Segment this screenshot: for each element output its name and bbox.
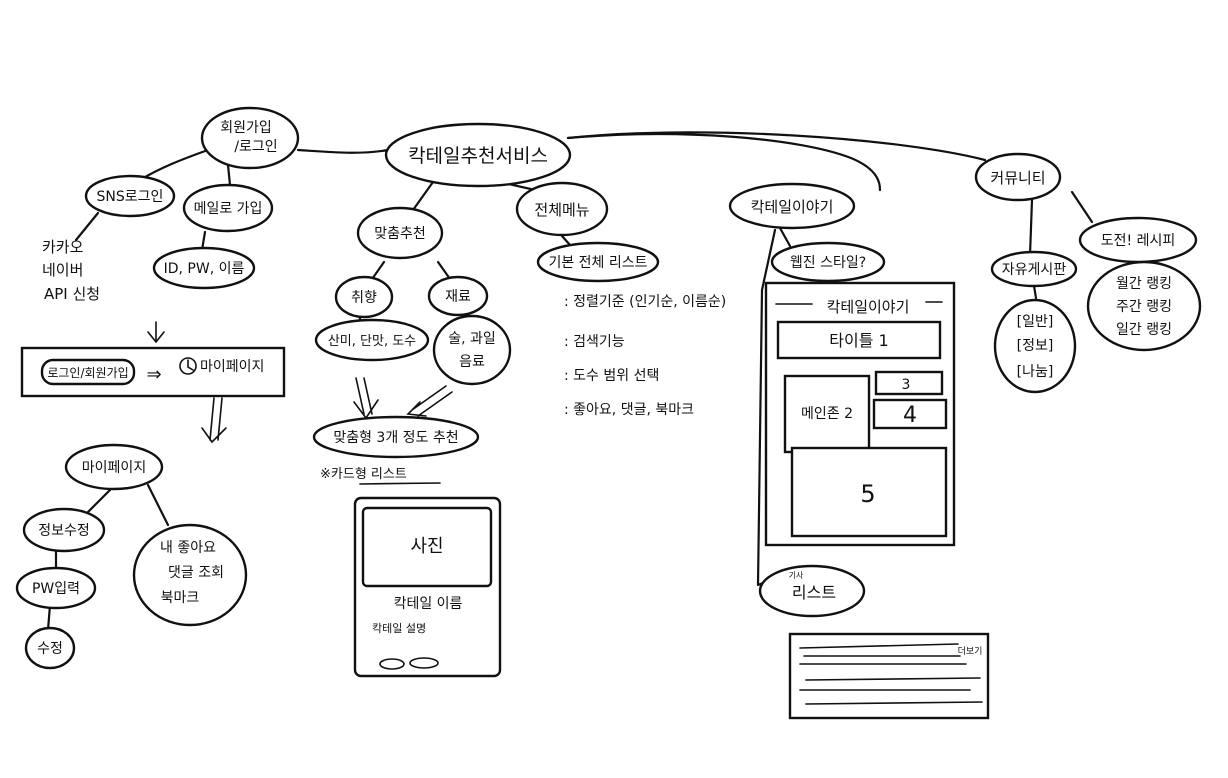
taste-items-label: 산미, 단맛, 도수 bbox=[328, 334, 416, 349]
story-label: 칵테일이야기 bbox=[751, 198, 834, 216]
taste-label: 취향 bbox=[351, 290, 377, 306]
layout-title-label: 타이틀 1 bbox=[829, 331, 888, 350]
mypage-node[interactable] bbox=[64, 443, 164, 491]
user-icon-hands bbox=[187, 359, 194, 371]
ingredient-node[interactable] bbox=[427, 275, 489, 317]
taste-items-node[interactable] bbox=[314, 318, 430, 362]
note-underline bbox=[359, 482, 441, 485]
menu-feature: : 도수 범위 선택 bbox=[564, 368, 659, 384]
user-icon bbox=[179, 357, 197, 375]
full-list-label: 기본 전체 리스트 bbox=[548, 255, 647, 271]
community-node[interactable] bbox=[974, 152, 1062, 202]
layout-box-2-label: 메인존 2 bbox=[801, 406, 853, 422]
edit-info-node[interactable] bbox=[22, 507, 106, 553]
email-signup-node[interactable] bbox=[182, 183, 274, 233]
sns-login-node[interactable] bbox=[84, 174, 176, 218]
board-tag: [정보] bbox=[1017, 338, 1054, 354]
login-flow-button[interactable] bbox=[40, 358, 136, 386]
free-board-label: 자유게시판 bbox=[1002, 262, 1067, 278]
recommend-result-label: 맞춤형 3개 정도 추천 bbox=[333, 430, 458, 446]
taste-node[interactable] bbox=[334, 275, 394, 319]
card-photo-label: 사진 bbox=[410, 536, 443, 557]
menu-feature: : 좋아요, 댓글, 북마크 bbox=[564, 402, 694, 418]
ranking-item: 일간 랭킹 bbox=[1116, 322, 1172, 338]
menu-feature: : 검색기능 bbox=[564, 334, 625, 350]
login-flow-label: 로그인/회원가입 bbox=[47, 366, 128, 380]
layout-box-3-label: 3 bbox=[902, 377, 911, 393]
menu-feature: : 정렬기준 (인기순, 이름순) bbox=[564, 294, 726, 310]
card-photo bbox=[361, 506, 493, 588]
card-desc: 칵테일 설명 bbox=[372, 621, 426, 635]
layout-box-4-label: 4 bbox=[903, 403, 917, 428]
layout-box-3[interactable] bbox=[874, 370, 944, 396]
mypage-flow-label: 마이페이지 bbox=[200, 359, 264, 375]
ranking-item: 주간 랭킹 bbox=[1116, 299, 1172, 315]
full-menu-label: 전체메뉴 bbox=[534, 201, 589, 219]
layout-box-4[interactable] bbox=[872, 398, 948, 430]
recommend-result-node[interactable] bbox=[312, 415, 480, 459]
my-activity-item: 댓글 조회 bbox=[168, 565, 224, 581]
mypage-label: 마이페이지 bbox=[82, 460, 146, 476]
webzine-node[interactable] bbox=[770, 241, 886, 283]
more-icon[interactable]: 더보기 bbox=[958, 646, 983, 657]
layout-title-box[interactable] bbox=[776, 320, 942, 360]
my-activity-node[interactable] bbox=[132, 523, 248, 627]
layout-box-2[interactable] bbox=[783, 374, 871, 454]
layout-box-5-label: 5 bbox=[860, 480, 875, 508]
layout-header-dash bbox=[775, 301, 943, 305]
login-node[interactable] bbox=[200, 106, 300, 170]
center-node[interactable] bbox=[384, 122, 572, 188]
full-list-node[interactable] bbox=[536, 241, 660, 283]
layout-box-5[interactable] bbox=[790, 446, 948, 538]
card-action-icon[interactable] bbox=[379, 658, 405, 670]
board-tags-node[interactable] bbox=[993, 298, 1077, 394]
sns-api-item: API 신청 bbox=[44, 285, 100, 303]
card-name: 칵테일 이름 bbox=[394, 596, 463, 612]
full-menu-node[interactable] bbox=[515, 181, 609, 237]
recommend-label: 맞춤추천 bbox=[374, 226, 426, 242]
email-signup-label: 메일로 가입 bbox=[194, 201, 263, 217]
email-fields-node[interactable] bbox=[152, 246, 256, 290]
card-list-note: ※카드형 리스트 bbox=[320, 467, 407, 482]
sns-api-list: 카카오 네이버 API 신청 bbox=[42, 238, 100, 303]
pw-input-node[interactable] bbox=[15, 566, 97, 610]
ranking-item: 월간 랭킹 bbox=[1116, 276, 1172, 292]
email-fields-label: ID, PW, 이름 bbox=[164, 261, 245, 277]
layout-header-label: 칵테일이야기 bbox=[827, 298, 910, 316]
my-activity-item: 북마크 bbox=[161, 590, 200, 606]
card-action-icon[interactable] bbox=[409, 657, 439, 669]
flow-arrow-glyph: ⇒ bbox=[146, 364, 161, 385]
edit-info-label: 정보수정 bbox=[38, 523, 90, 539]
login-label-2: /로그인 bbox=[234, 139, 277, 155]
story-node[interactable] bbox=[728, 182, 856, 230]
ingredient-items-2: 음료 bbox=[459, 354, 485, 370]
center-label: 칵테일추천서비스 bbox=[408, 145, 548, 167]
flow-arrows bbox=[147, 321, 453, 444]
article-lines bbox=[799, 643, 983, 705]
community-label: 커뮤니티 bbox=[990, 169, 1045, 187]
pw-input-label: PW입력 bbox=[32, 581, 80, 597]
board-tag: [일반] bbox=[1017, 314, 1054, 330]
login-label-1: 회원가입 bbox=[220, 120, 272, 136]
ingredient-items-1: 술, 과일 bbox=[448, 331, 496, 347]
ingredient-label: 재료 bbox=[445, 289, 471, 305]
ranking-node[interactable] bbox=[1086, 260, 1202, 352]
modify-node[interactable] bbox=[24, 626, 76, 670]
challenge-label: 도전! 레시피 bbox=[1101, 233, 1175, 249]
webzine-label: 웹진 스타일? bbox=[790, 255, 866, 271]
sns-api-item: 네이버 bbox=[42, 261, 83, 279]
story-list-node[interactable] bbox=[758, 564, 866, 618]
my-activity-item: 내 좋아요 bbox=[160, 540, 216, 556]
modify-label: 수정 bbox=[37, 641, 63, 657]
sns-api-item: 카카오 bbox=[42, 238, 84, 256]
recommend-node[interactable] bbox=[356, 206, 444, 260]
sns-login-label: SNS로그인 bbox=[97, 189, 164, 205]
story-list-label: 리스트 bbox=[792, 583, 836, 602]
ingredient-items-node[interactable] bbox=[432, 314, 512, 386]
story-list-small: 기사 bbox=[789, 571, 804, 580]
menu-feature-list: : 정렬기준 (인기순, 이름순) : 검색기능 : 도수 범위 선택 : 좋아… bbox=[564, 294, 726, 418]
board-tag: [나눔] bbox=[1017, 364, 1054, 380]
free-board-node[interactable] bbox=[990, 250, 1078, 288]
